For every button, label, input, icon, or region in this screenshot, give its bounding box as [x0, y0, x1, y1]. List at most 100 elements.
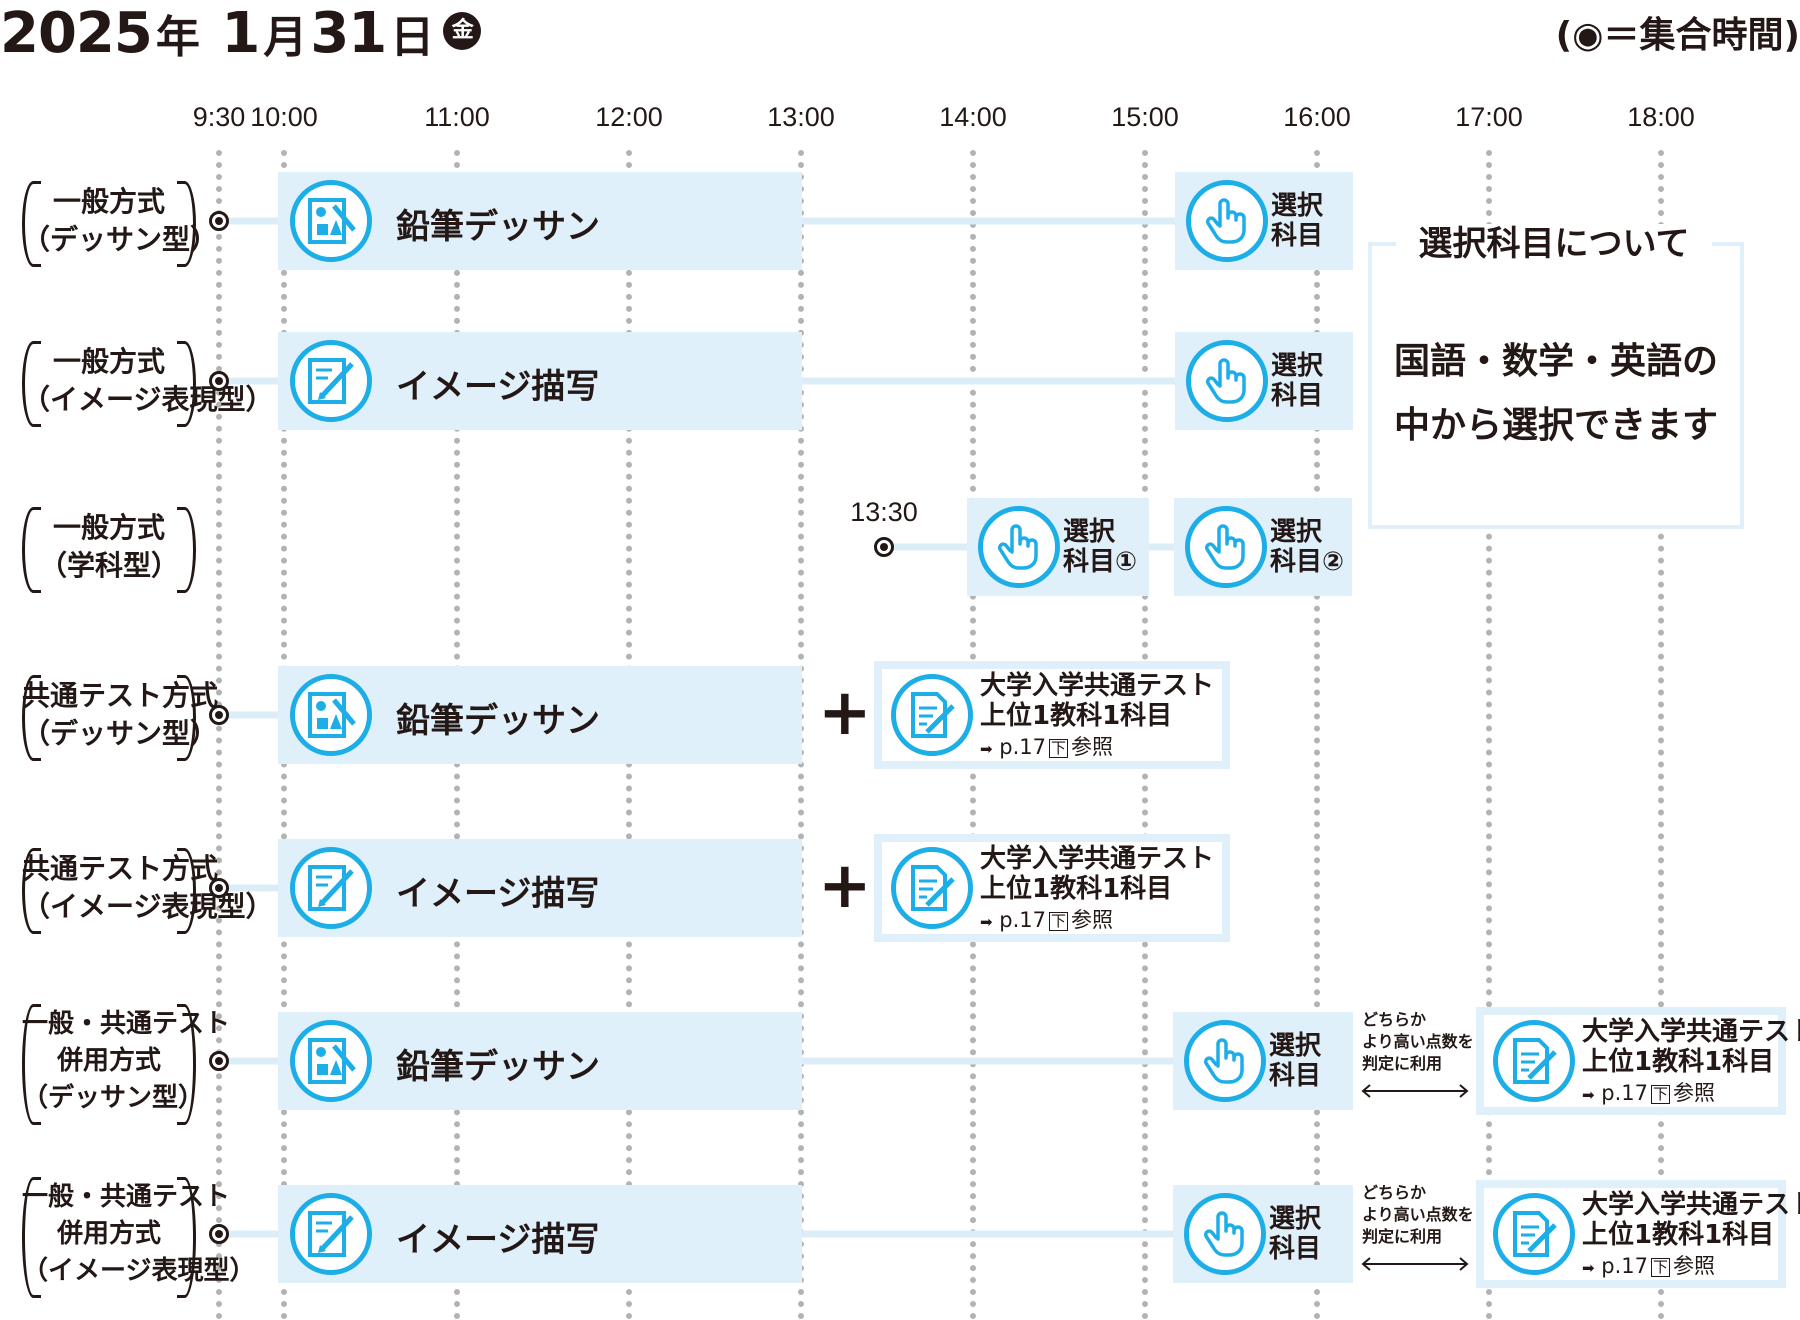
meeting-time-marker	[874, 537, 894, 557]
comparison-note-line: どちらか	[1362, 1183, 1427, 1202]
image-drawing-icon	[290, 340, 372, 422]
row-label: 一般・共通テスト併用方式（デッサン型）	[22, 1006, 231, 1117]
row-label-line: （学科型）	[38, 549, 179, 582]
reference-page: p.17	[999, 735, 1046, 759]
left-angle-bracket	[22, 181, 41, 267]
common-test-line: 上位1教科1科目	[1582, 1047, 1800, 1077]
reference-mark: 下	[1049, 738, 1068, 758]
double-arrow-icon	[1360, 1256, 1470, 1271]
common-test-name: 大学入学共通テスト	[1582, 1017, 1800, 1047]
month: 1	[221, 1, 260, 66]
meeting-time-marker	[209, 878, 229, 898]
row-label-line: （デッサン型）	[22, 223, 219, 256]
reference-arrow-icon: ➡	[1582, 1259, 1595, 1277]
elective-subject-label: 選択科目	[1271, 351, 1323, 411]
elective-subject-label: 選択科目①	[1063, 517, 1137, 577]
reference-page: p.17	[1601, 1254, 1648, 1278]
practical-exam-label: イメージ描写	[396, 1220, 600, 1260]
row-label-line: 共通テスト方式	[22, 679, 219, 712]
row-label: 一般方式 （デッサン型）	[22, 183, 219, 259]
comparison-note-line: 判定に利用	[1362, 1054, 1443, 1073]
timeline-connector	[219, 884, 300, 892]
comparison-note-line: より高い点数を	[1362, 1032, 1474, 1051]
elective-label-line: 選択	[1270, 517, 1323, 547]
info-box-title: 選択科目について	[1396, 224, 1712, 264]
common-test-line: 大学入学共通テスト	[980, 671, 1214, 701]
pencil-drawing-icon	[290, 674, 372, 756]
time-tick-label: 11:00	[424, 102, 490, 132]
left-angle-bracket	[22, 1003, 41, 1125]
common-test-name: 大学入学共通テスト	[980, 844, 1215, 874]
test-sheet-icon	[891, 674, 973, 756]
reference-text: 参照	[1071, 735, 1113, 759]
row-label-line: 一般・共通テスト	[22, 1008, 231, 1039]
plus-sign: +	[818, 676, 872, 750]
row-label: 一般方式 （学科型）	[22, 509, 196, 585]
pencil-drawing-icon	[290, 180, 372, 262]
right-angle-bracket	[177, 675, 196, 761]
row-label-line: 一般方式	[52, 185, 165, 218]
common-test-subjects: 上位1教科1科目	[980, 874, 1173, 904]
common-test-line: 大学入学共通テスト	[1582, 1017, 1800, 1047]
common-test-name: 大学入学共通テスト	[1582, 1190, 1800, 1220]
weekday-badge: 金	[443, 11, 482, 50]
row-label: 共通テスト方式 （イメージ表現型）	[22, 850, 274, 926]
time-tick-label: 15:00	[1111, 102, 1179, 132]
left-angle-bracket	[22, 675, 41, 761]
time-tick-label: 18:00	[1627, 102, 1695, 132]
elective-label-line: 選択	[1269, 1031, 1322, 1061]
elective-label-line: 選択	[1271, 191, 1324, 221]
info-box	[1368, 242, 1744, 529]
common-test-line: 大学入学共通テスト	[1582, 1190, 1800, 1220]
elective-label-line: 選択	[1269, 1204, 1322, 1234]
elective-label-line: 選択	[1271, 351, 1324, 381]
day: 31	[310, 1, 387, 66]
elective-label-line: 科目	[1269, 1234, 1322, 1264]
year-unit: 年	[155, 12, 200, 63]
time-tick-label: 9:30	[192, 102, 246, 132]
elective-label-line: 選択	[1063, 517, 1116, 547]
row-label-line: 一般方式	[52, 511, 165, 544]
hand-pointer-icon	[1184, 1020, 1266, 1102]
common-test-line: 上位1教科1科目	[980, 874, 1214, 904]
row-label-line: 一般・共通テスト	[22, 1181, 231, 1212]
double-arrow-icon	[1360, 1083, 1470, 1098]
elective-subject-label: 選択科目	[1269, 1031, 1321, 1091]
time-gridline	[1486, 150, 1492, 1320]
row-label-line: （イメージ表現型）	[22, 890, 274, 923]
time-tick-label: 17:00	[1455, 102, 1523, 132]
right-angle-bracket	[177, 181, 196, 267]
pencil-drawing-icon	[290, 1020, 372, 1102]
timeline-connector	[219, 711, 300, 719]
elective-label-line: 科目	[1269, 1061, 1322, 1091]
hand-pointer-icon	[1184, 1193, 1266, 1275]
meeting-time-marker	[209, 211, 229, 231]
row-label-line: （デッサン型）	[22, 717, 219, 750]
elective-label-line: 科目	[1271, 221, 1324, 251]
reference-mark: 下	[1651, 1084, 1670, 1104]
reference-text: 参照	[1673, 1254, 1715, 1278]
reference-page: p.17	[1601, 1081, 1648, 1105]
common-test-line: 上位1教科1科目	[1582, 1220, 1800, 1250]
reference-text: 参照	[1071, 908, 1113, 932]
elective-subject-label: 選択科目	[1269, 1204, 1321, 1264]
right-angle-bracket	[177, 341, 196, 427]
common-test-subjects: 上位1教科1科目	[980, 701, 1173, 731]
row-label-line: 共通テスト方式	[22, 852, 219, 885]
meeting-time-marker	[209, 705, 229, 725]
late-meeting-time: 13:30	[850, 497, 918, 527]
right-angle-bracket	[177, 1176, 196, 1298]
row-label: 一般方式（イメージ表現型）	[22, 343, 273, 419]
hand-pointer-icon	[978, 506, 1060, 588]
common-test-subjects: 上位1教科1科目	[1582, 1047, 1775, 1077]
image-drawing-icon	[290, 847, 372, 929]
reference-mark: 下	[1651, 1257, 1670, 1277]
info-box-line: 国語・数学・英語の	[1393, 341, 1718, 382]
practical-exam-label: 鉛筆デッサン	[396, 207, 600, 247]
